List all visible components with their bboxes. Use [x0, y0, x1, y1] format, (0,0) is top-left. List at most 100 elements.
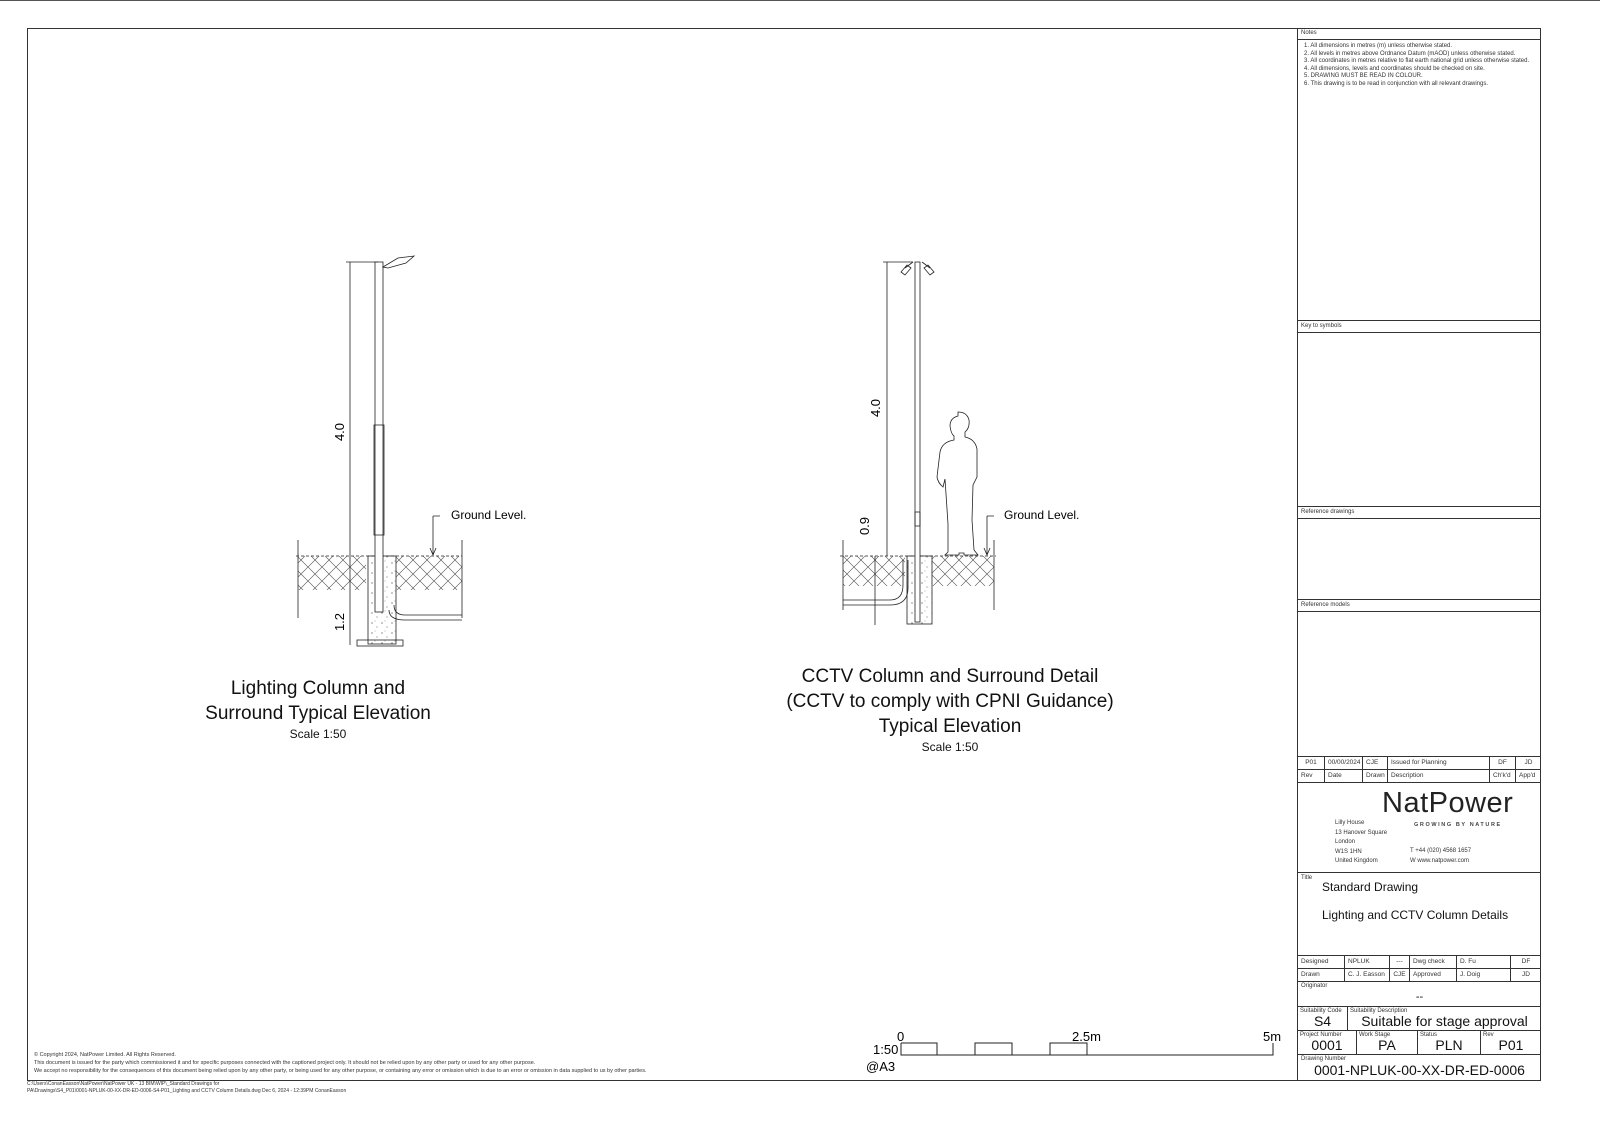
key-to-symbols-section: Key to symbols: [1298, 321, 1541, 507]
address-line: 13 Hanover Square: [1335, 829, 1388, 836]
scale-tick-0: 0: [897, 1029, 904, 1044]
website-link[interactable]: W www.natpower.com: [1410, 857, 1470, 864]
file-path-line: PA\Drawings\S4_P01\0001-NPLUK-00-XX-DR-E…: [27, 1088, 347, 1094]
drawing-number-label: Drawing Number: [1301, 1056, 1347, 1062]
suitability-description-label: Suitability Description: [1350, 1008, 1408, 1014]
approved-value: J. Doig: [1457, 969, 1511, 981]
scale-sheet-size: @A3: [866, 1059, 895, 1074]
reference-drawings-heading: Reference drawings: [1298, 507, 1541, 519]
suitability-description: Suitable for stage approval: [1361, 1013, 1528, 1029]
title-line-1: Standard Drawing: [1322, 880, 1419, 894]
dwg-check-initials: DF: [1521, 958, 1531, 965]
lighting-caption: Lighting Column and Surround Typical Ele…: [168, 676, 468, 742]
designed-row: Designed NPLUK --- Dwg check D. Fu DF: [1298, 956, 1541, 969]
caption-line: CCTV Column and Surround Detail: [801, 666, 1099, 687]
note-item: 4. All dimensions, levels and coordinate…: [1304, 65, 1485, 72]
status-label: Status: [1420, 1032, 1438, 1038]
originator-label: Originator: [1301, 983, 1328, 989]
drawing-canvas: 4.0 1.2 Ground Level. 4.0 0.9 Ground Lev…: [296, 255, 1281, 1074]
natpower-logo: NatPower: [1382, 787, 1514, 819]
caption-line: Typical Elevation: [878, 716, 1022, 737]
cctv-scale: Scale 1:50: [921, 740, 979, 754]
title-label: Title: [1301, 875, 1313, 881]
file-path-line: C:\Users\ConanEasson\NatPower\NatPower U…: [27, 1081, 220, 1087]
originator-value: --: [1415, 991, 1424, 1003]
company-contact: T +44 (020) 4568 1657 W www.natpower.com: [1410, 847, 1471, 866]
rev-drawn: CJE: [1363, 757, 1388, 769]
originator-section: Originator --: [1298, 982, 1541, 1007]
rev-approved: JD: [1524, 759, 1533, 766]
company-block: NatPower GROWING BY NATURE Lilly House 1…: [1298, 783, 1541, 873]
reference-drawings-section: Reference drawings: [1298, 507, 1541, 600]
cctv-ground-level-label: Ground Level.: [1004, 508, 1079, 522]
address-line: Lilly House: [1335, 820, 1365, 826]
drawing-number-section: Drawing Number 0001-NPLUK-00-XX-DR-ED-00…: [1298, 1055, 1541, 1081]
lighting-column-elevation: [296, 255, 463, 647]
caption-line: Surround Typical Elevation: [205, 703, 431, 724]
note-item: 1. All dimensions in metres (m) unless o…: [1304, 43, 1453, 49]
file-path: C:\Users\ConanEasson\NatPower\NatPower U…: [27, 1081, 346, 1095]
rev-checked: DF: [1490, 757, 1516, 769]
cctv-column-elevation: [840, 261, 996, 625]
top-edge: [0, 0, 1600, 1]
address-line: W1S 1HN: [1335, 848, 1362, 855]
project-number-label: Project Number: [1300, 1032, 1342, 1038]
drawn-header: Drawn: [1363, 770, 1388, 782]
lighting-ground-level-label: Ground Level.: [451, 508, 526, 522]
dwg-check-value: D. Fu: [1457, 956, 1511, 968]
scale-tick-2-5m: 2.5m: [1072, 1029, 1101, 1044]
note-item: 6. This drawing is to be read in conjunc…: [1304, 80, 1488, 87]
revision-row: P01 00/00/2024 CJE Issued for Planning D…: [1298, 757, 1541, 770]
status-value: PLN: [1435, 1037, 1463, 1053]
cctv-dim-above: 4.0: [868, 399, 883, 417]
approved-label: Approved: [1410, 969, 1457, 981]
phone: T +44 (020) 4568 1657: [1410, 848, 1472, 854]
designed-label: Designed: [1298, 956, 1345, 968]
rev-label: Rev: [1483, 1032, 1494, 1038]
copyright-notice: © Copyright 2024, NatPower Limited. All …: [34, 1051, 646, 1075]
project-number: 0001: [1311, 1037, 1343, 1053]
approved-header: App'd: [1519, 772, 1536, 779]
logo-tagline: GROWING BY NATURE: [1414, 822, 1502, 828]
work-stage: PA: [1378, 1037, 1396, 1053]
work-stage-label: Work Stage: [1359, 1032, 1391, 1038]
note-item: 3. All coordinates in metres relative to…: [1304, 58, 1530, 64]
designed-value: NPLUK: [1345, 956, 1390, 968]
title-line-2: Lighting and CCTV Column Details: [1322, 908, 1509, 922]
reference-models-section: Reference models: [1298, 600, 1541, 757]
approved-initials: JD: [1522, 971, 1530, 978]
notes-heading: Notes: [1298, 28, 1541, 40]
date-header: Date: [1325, 770, 1363, 782]
lighting-dim-above: 4.0: [332, 423, 347, 441]
drawn-value: C. J. Easson: [1345, 969, 1390, 981]
drawing-frame: [27, 28, 1541, 1081]
scale-tick-5m: 5m: [1263, 1029, 1281, 1044]
designed-initials: ---: [1390, 956, 1410, 968]
note-item: 5. DRAWING MUST BE READ IN COLOUR.: [1304, 73, 1423, 79]
cctv-dim-below: 0.9: [857, 517, 872, 535]
scale-bar: [900, 1042, 1274, 1056]
key-to-symbols-heading: Key to symbols: [1298, 321, 1541, 333]
cctv-caption: CCTV Column and Surround Detail (CCTV to…: [750, 664, 1150, 755]
address-line: United Kingdom: [1335, 858, 1378, 864]
caption-line: Lighting Column and: [230, 678, 406, 699]
revision-header-row: Rev Date Drawn Description Ch'k'd App'd: [1298, 770, 1541, 783]
drawn-label: Drawn: [1298, 969, 1345, 981]
rev-value: P01: [1298, 757, 1325, 769]
disclaimer-line: This document is issued for the party wh…: [34, 1060, 536, 1066]
caption-line: (CCTV to comply with CPNI Guidance): [786, 691, 1114, 712]
reference-models-heading: Reference models: [1298, 600, 1541, 612]
copyright-line: © Copyright 2024, NatPower Limited. All …: [34, 1052, 176, 1058]
dwg-check-label: Dwg check: [1410, 956, 1457, 968]
note-item: 2. All levels in metres above Ordnance D…: [1304, 50, 1516, 57]
title-block: Notes 1. All dimensions in metres (m) un…: [1297, 28, 1541, 1081]
company-address: Lilly House 13 Hanover Square London W1S…: [1335, 819, 1387, 867]
person-silhouette: [936, 411, 979, 556]
scale-ratio: 1:50: [873, 1042, 898, 1057]
drawn-initials: CJE: [1390, 969, 1410, 981]
rev-description: Issued for Planning: [1388, 757, 1490, 769]
lighting-dim-below: 1.2: [332, 613, 347, 631]
disclaimer-line: We accept no responsibility for the cons…: [34, 1068, 647, 1074]
